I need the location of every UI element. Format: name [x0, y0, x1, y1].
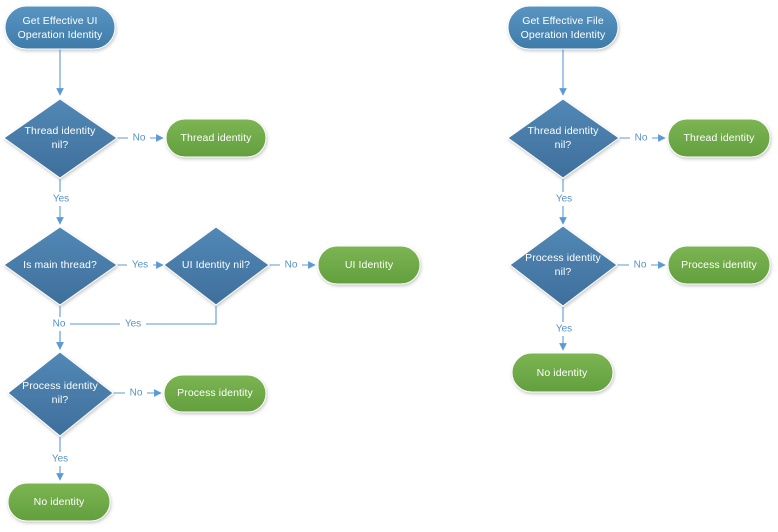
ui-no-identity-label: No identity [34, 496, 85, 508]
file-start-label-line1: Get Effective File [522, 15, 604, 27]
edge-label-ui-process-nil-yes: Yes [52, 454, 68, 465]
ui-process-nil-shape [7, 351, 114, 437]
file-no-identity-shape [511, 352, 614, 393]
label-bg-ui-process-no [125, 386, 147, 400]
label-bg-ui-thread-yes [48, 192, 74, 206]
node-ui-identity-nil[interactable]: UI Identity nil? [163, 226, 270, 306]
file-flow-connectors [559, 49, 666, 351]
ui-process-result-shape [163, 374, 267, 413]
ui-process-nil-label-line1: Process identity [22, 380, 98, 392]
edge-label-ui-identity-nil-yes: Yes [125, 319, 141, 330]
file-process-nil-label-line2: nil? [555, 266, 572, 278]
edge-label-ui-thread-nil-yes: Yes [53, 194, 69, 205]
file-process-nil-label-line1: Process identity [525, 252, 601, 264]
node-file-thread-nil[interactable]: Thread identity nil? [507, 98, 620, 179]
file-process-result-label: Process identity [681, 259, 757, 271]
file-process-nil-shape [509, 225, 618, 307]
ui-thread-nil-label-line2: nil? [52, 139, 69, 151]
node-ui-identity-result[interactable]: UI Identity [317, 245, 421, 285]
file-thread-result-label: Thread identity [684, 132, 756, 144]
ui-is-main-thread-shape [3, 226, 118, 306]
label-bg-ui-identity-yes [120, 317, 146, 331]
node-ui-start[interactable]: Get Effective UI Operation Identity [4, 5, 116, 50]
ui-thread-result-shape [165, 118, 267, 158]
node-ui-process-nil[interactable]: Process identity nil? [7, 351, 114, 437]
node-ui-process-result[interactable]: Process identity [163, 374, 267, 413]
file-thread-nil-shape [507, 98, 620, 179]
ui-process-nil-label-line2: nil? [52, 394, 69, 406]
node-ui-thread-nil[interactable]: Thread identity nil? [3, 98, 118, 179]
node-ui-thread-result[interactable]: Thread identity [165, 118, 267, 158]
ui-no-identity-shape [7, 482, 111, 522]
label-bg-ui-main-yes [127, 258, 153, 272]
file-thread-result-shape [667, 118, 771, 158]
ui-identity-nil-label: UI Identity nil? [182, 259, 250, 271]
ui-start-label-line2: Operation Identity [18, 29, 103, 41]
node-ui-no-identity[interactable]: No identity [7, 482, 111, 522]
edge-label-file-process-nil-no: No [634, 260, 647, 271]
ui-flow-edge-labels: No Yes Yes No No Yes No Yes [47, 131, 302, 466]
ui-identity-nil-shape [163, 226, 270, 306]
file-thread-nil-label-line2: nil? [555, 139, 572, 151]
label-bg-ui-thread-no [128, 131, 150, 145]
node-file-no-identity[interactable]: No identity [511, 352, 614, 393]
label-bg-ui-identity-no [280, 258, 302, 272]
ui-process-result-label: Process identity [177, 387, 253, 399]
label-bg-file-thread-no [630, 131, 652, 145]
edge-label-ui-is-main-thread-no: No [53, 319, 66, 330]
node-file-thread-result[interactable]: Thread identity [667, 118, 771, 158]
label-bg-file-process-no [629, 258, 651, 272]
ui-start-shape [4, 5, 116, 50]
node-ui-is-main-thread[interactable]: Is main thread? [3, 226, 118, 306]
ui-identity-result-shape [317, 245, 421, 285]
ui-start-label-line1: Get Effective UI [23, 15, 98, 27]
edge-label-file-thread-nil-no: No [635, 133, 648, 144]
file-process-result-shape [667, 245, 771, 285]
node-file-start[interactable]: Get Effective File Operation Identity [507, 5, 619, 50]
file-flow-edge-labels: No Yes No Yes [551, 131, 652, 336]
ui-thread-result-label: Thread identity [181, 132, 253, 144]
file-start-shape [507, 5, 619, 50]
label-bg-ui-process-yes [47, 452, 73, 466]
file-thread-nil-label-line1: Thread identity [528, 125, 600, 137]
edge-label-ui-is-main-thread-yes: Yes [132, 260, 148, 271]
label-bg-ui-main-no [48, 317, 70, 331]
ui-thread-nil-label-line1: Thread identity [25, 125, 97, 137]
file-start-label-line2: Operation Identity [521, 29, 606, 41]
label-bg-file-process-yes [551, 322, 577, 336]
edge-label-ui-thread-nil-no: No [133, 133, 146, 144]
edge-label-ui-process-nil-no: No [130, 388, 143, 399]
ui-thread-nil-shape [3, 98, 118, 179]
node-file-process-nil[interactable]: Process identity nil? [509, 225, 618, 307]
ui-is-main-thread-label: Is main thread? [23, 259, 97, 271]
edge-label-file-thread-nil-yes: Yes [556, 194, 572, 205]
ui-identity-result-label: UI Identity [345, 259, 394, 271]
file-no-identity-label: No identity [537, 367, 588, 379]
label-bg-file-thread-yes [551, 192, 577, 206]
edge-label-file-process-nil-yes: Yes [556, 324, 572, 335]
node-file-process-result[interactable]: Process identity [667, 245, 771, 285]
edge-label-ui-identity-nil-no: No [285, 260, 298, 271]
